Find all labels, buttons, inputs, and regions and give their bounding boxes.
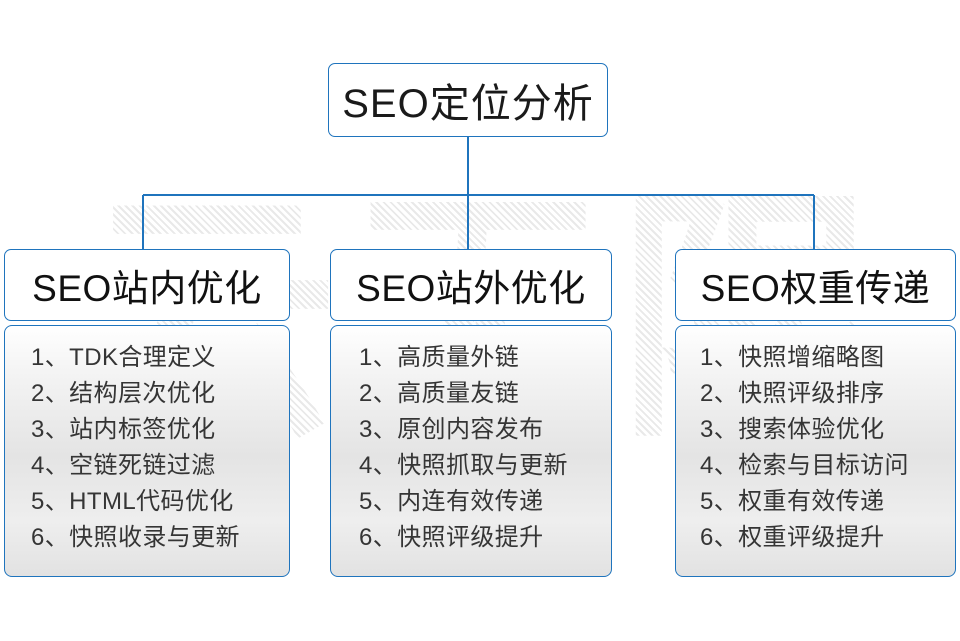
branch-body-weight-transfer: 1、快照增缩略图 2、快照评级排序 3、搜索体验优化 4、检索与目标访问 5、权…	[675, 325, 956, 577]
list-item: 3、原创内容发布	[359, 416, 544, 443]
list-item: 6、快照评级提升	[359, 524, 544, 551]
list-item: 2、高质量友链	[359, 380, 520, 407]
list-item: 1、快照增缩略图	[700, 344, 885, 371]
list-item: 2、快照评级排序	[700, 380, 885, 407]
list-item: 6、快照收录与更新	[31, 524, 240, 551]
branch-header-weight-transfer[interactable]: SEO权重传递	[675, 249, 956, 321]
root-node-label: SEO定位分析	[342, 82, 594, 126]
list-item: 3、站内标签优化	[31, 416, 216, 443]
branch-header-onsite[interactable]: SEO站内优化	[4, 249, 290, 321]
branch-column-onsite: SEO站内优化 1、TDK合理定义 2、结构层次优化 3、站内标签优化 4、空链…	[4, 249, 290, 577]
root-node-seo-positioning-analysis[interactable]: SEO定位分析	[328, 63, 608, 137]
list-item: 6、权重评级提升	[700, 524, 885, 551]
branch-body-onsite: 1、TDK合理定义 2、结构层次优化 3、站内标签优化 4、空链死链过滤 5、H…	[4, 325, 290, 577]
branch-header-offsite[interactable]: SEO站外优化	[330, 249, 612, 321]
list-item: 1、高质量外链	[359, 344, 520, 371]
item-list-offsite: 1、高质量外链 2、高质量友链 3、原创内容发布 4、快照抓取与更新 5、内连有…	[331, 340, 611, 556]
item-list-weight-transfer: 1、快照增缩略图 2、快照评级排序 3、搜索体验优化 4、检索与目标访问 5、权…	[676, 340, 955, 556]
branch-column-offsite: SEO站外优化 1、高质量外链 2、高质量友链 3、原创内容发布 4、快照抓取与…	[330, 249, 612, 577]
list-item: 5、内连有效传递	[359, 488, 544, 515]
list-item: 4、空链死链过滤	[31, 452, 216, 479]
list-item: 2、结构层次优化	[31, 380, 216, 407]
branch-body-offsite: 1、高质量外链 2、高质量友链 3、原创内容发布 4、快照抓取与更新 5、内连有…	[330, 325, 612, 577]
item-list-onsite: 1、TDK合理定义 2、结构层次优化 3、站内标签优化 4、空链死链过滤 5、H…	[5, 340, 289, 556]
list-item: 4、检索与目标访问	[700, 452, 909, 479]
branch-header-label: SEO站内优化	[32, 268, 262, 309]
list-item: 3、搜索体验优化	[700, 416, 885, 443]
branch-header-label: SEO站外优化	[356, 268, 586, 309]
list-item: 5、HTML代码优化	[31, 488, 234, 515]
list-item: 1、TDK合理定义	[31, 344, 216, 371]
branch-header-label: SEO权重传递	[700, 268, 931, 309]
branch-column-weight-transfer: SEO权重传递 1、快照增缩略图 2、快照评级排序 3、搜索体验优化 4、检索与…	[675, 249, 956, 577]
list-item: 5、权重有效传递	[700, 488, 885, 515]
list-item: 4、快照抓取与更新	[359, 452, 568, 479]
